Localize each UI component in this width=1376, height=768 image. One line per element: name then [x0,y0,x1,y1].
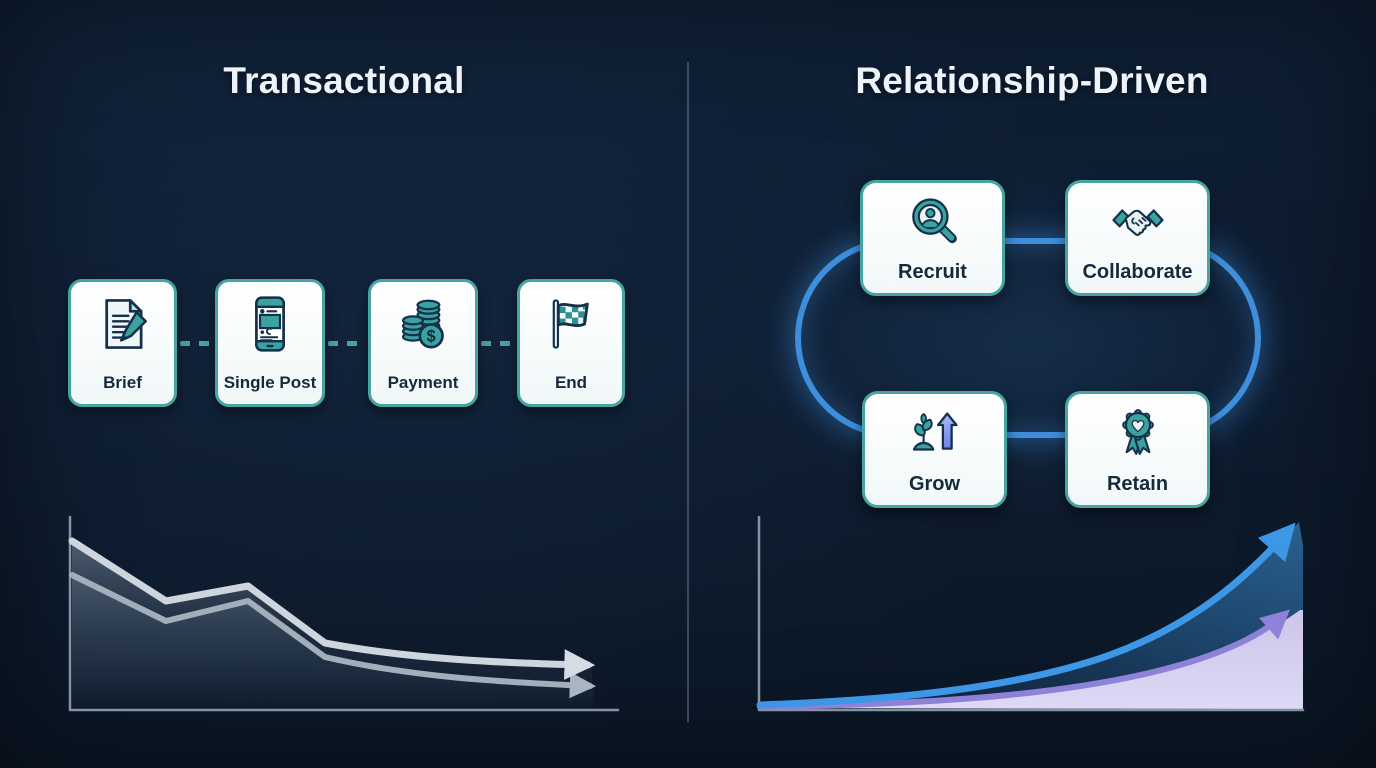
node-card-collaborate: Collaborate [1065,180,1210,296]
brief-icon [104,299,147,349]
recruit-icon [911,198,957,244]
decline-axis [68,515,620,712]
node-label: Retain [1106,473,1169,495]
flow-dash-3 [481,341,515,346]
cycle-ring [795,238,1261,438]
step-card-single-post: Single Post [215,279,325,407]
growth-line-blue [756,522,1296,709]
node-label: Grow [908,473,961,495]
node-label: Recruit [898,261,967,283]
decline-area-upper [72,541,592,708]
payment-icon: $ [401,299,444,349]
decline-line-lower [69,572,597,699]
growth-axis [757,515,1305,712]
node-card-retain: Retain [1065,391,1210,508]
growth-area-lavender [760,610,1303,709]
right-panel-title: Relationship-Driven [855,60,1209,101]
node-card-recruit: Recruit [860,180,1005,296]
growth-line-purple [757,609,1291,710]
node-card-grow: Grow [862,391,1007,508]
node-label: Collaborate [1082,261,1193,283]
decline-line-upper [68,537,596,680]
flow-dash-2 [328,341,366,346]
flow-dash-1 [180,341,213,346]
step-card-end: End [517,279,625,407]
step-card-brief: Brief [68,279,177,407]
step-card-payment: $ Payment [368,279,478,407]
step-label: Payment [387,373,459,392]
step-label: Single Post [223,373,317,392]
step-label: Brief [103,373,142,392]
collaborate-icon [1111,209,1164,236]
step-label: End [554,373,588,392]
growth-area-between [760,522,1303,708]
grow-icon [912,412,958,451]
end-flag-icon [552,299,589,349]
decline-area-lower [72,575,594,708]
svg-text:$: $ [427,328,436,346]
panel-divider [687,62,689,722]
retain-icon [1121,409,1154,455]
left-panel-title: Transactional [223,60,465,101]
single-post-icon [255,296,285,352]
